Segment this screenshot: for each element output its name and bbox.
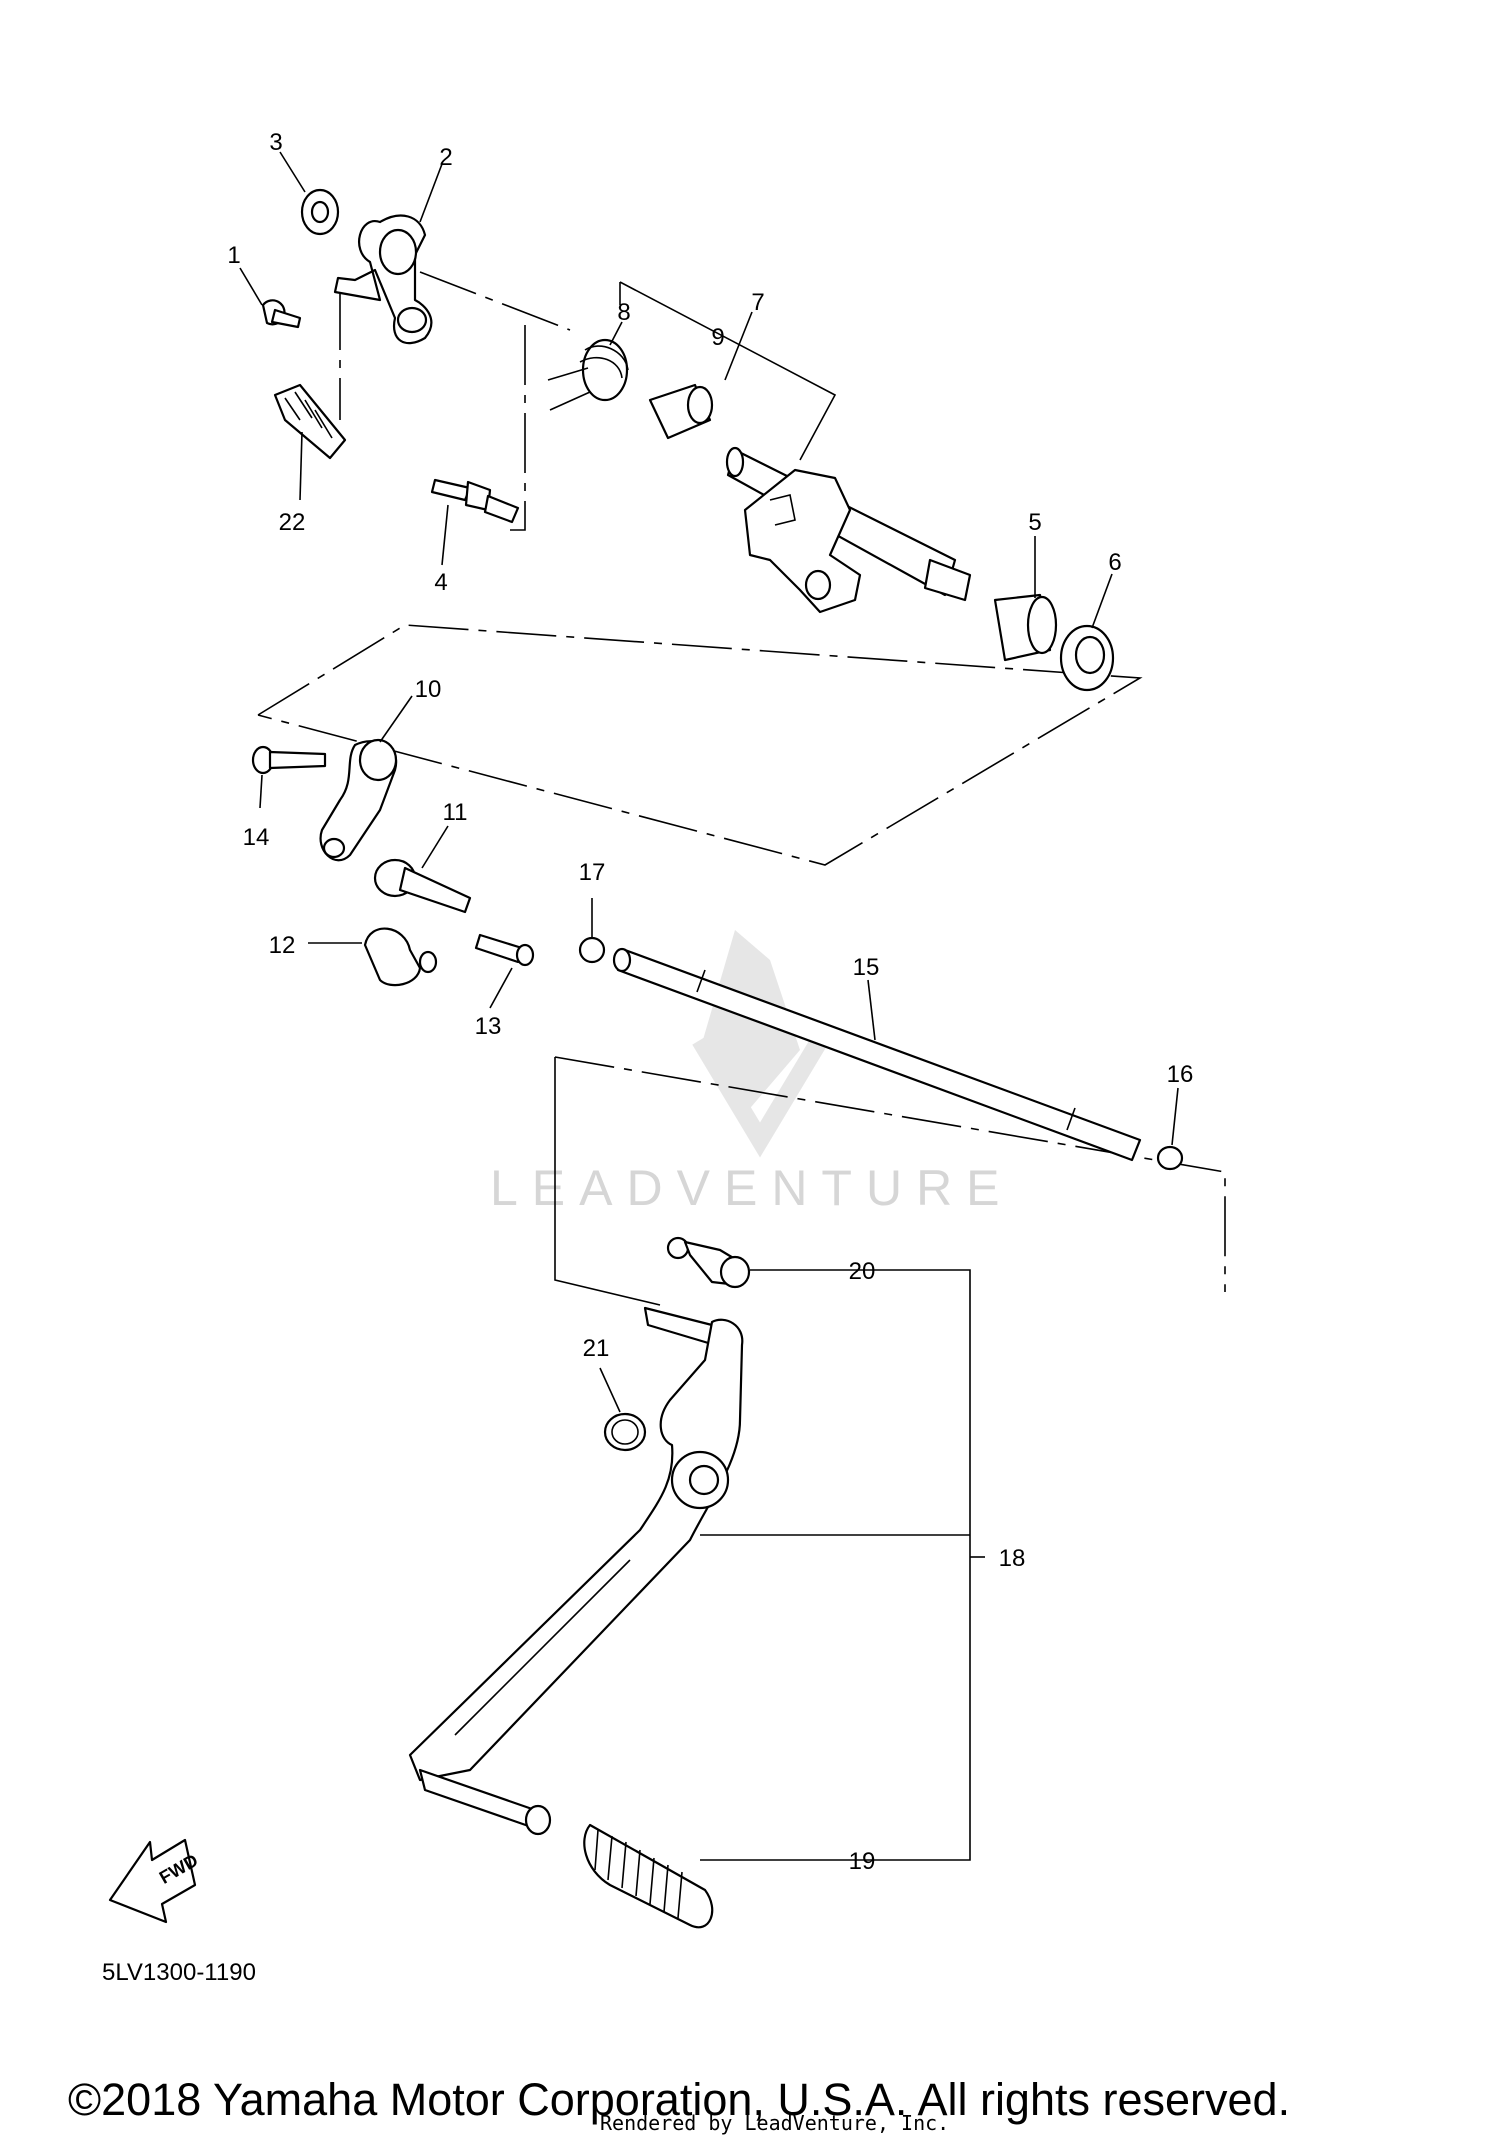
- part-18-shift-pedal: [408, 1306, 744, 1836]
- part-13-bolt: [474, 933, 535, 967]
- part-10-shift-arm: [319, 738, 398, 862]
- assembly-lines: [257, 271, 1226, 1861]
- part-22-spring: [273, 383, 347, 460]
- callout-21: 21: [583, 1335, 610, 1362]
- callout-22: 22: [279, 509, 306, 536]
- part-5-oil-seal-collar: [993, 593, 1058, 662]
- part-21-circlip: [603, 1412, 647, 1452]
- callout-12: 12: [269, 932, 296, 959]
- callout-4: 4: [434, 569, 447, 596]
- callout-11: 11: [443, 799, 468, 826]
- watermark-text: LEADVENTURE: [490, 1160, 1014, 1216]
- callout-3: 3: [269, 129, 282, 156]
- part-20-bolt: [666, 1236, 751, 1289]
- callout-18: 18: [999, 1545, 1026, 1572]
- part-8-torsion-spring: [547, 338, 629, 411]
- part-4-bolt: [430, 478, 520, 524]
- callout-16: 16: [1167, 1061, 1194, 1088]
- callout-8: 8: [617, 299, 630, 326]
- part-6-oil-seal: [1059, 624, 1115, 692]
- part-2-stopper-lever: [333, 214, 433, 345]
- callout-19: 19: [849, 1848, 876, 1875]
- callout-7: 7: [751, 289, 764, 316]
- copyright-text: ©2018 Yamaha Motor Corporation, U.S.A. A…: [68, 2074, 1290, 2125]
- callout-6: 6: [1108, 549, 1121, 576]
- callout-14: 14: [243, 824, 270, 851]
- callout-20: 20: [849, 1258, 876, 1285]
- callout-2: 2: [439, 144, 452, 171]
- callout-10: 10: [415, 676, 442, 703]
- part-19-rubber: [583, 1823, 714, 1929]
- part-14-bolt: [251, 745, 327, 775]
- rendered-by-text: Rendered by LeadVenture, Inc.: [600, 2111, 949, 2135]
- part-3-washer: [300, 188, 340, 236]
- part-1-screw: [261, 299, 302, 329]
- drawing-code: 5LV1300-1190: [102, 1959, 256, 1986]
- callout-15: 15: [853, 954, 880, 981]
- part-17-nut: [578, 936, 606, 964]
- part-12-cover: [363, 927, 438, 987]
- part-16-nut: [1156, 1145, 1184, 1171]
- part-9-collar: [648, 383, 714, 440]
- part-15-shift-rod: [612, 947, 1142, 1162]
- callout-5: 5: [1028, 509, 1041, 536]
- fwd-arrow-icon: FWD: [108, 1838, 201, 1924]
- leadventure-watermark: LEADVENTURE: [490, 930, 1014, 1216]
- leader-lines: [239, 151, 1179, 1413]
- callout-17: 17: [579, 859, 606, 886]
- callout-1: 1: [227, 242, 240, 269]
- callout-9: 9: [711, 324, 724, 351]
- part-7-shift-shaft: [725, 446, 972, 614]
- callout-13: 13: [475, 1013, 502, 1040]
- callout-numbers: 1 2 3 4 5 6 7 8 9 10 11 12 13 14 15 16 1…: [227, 129, 1193, 1875]
- part-11-joint: [373, 858, 472, 914]
